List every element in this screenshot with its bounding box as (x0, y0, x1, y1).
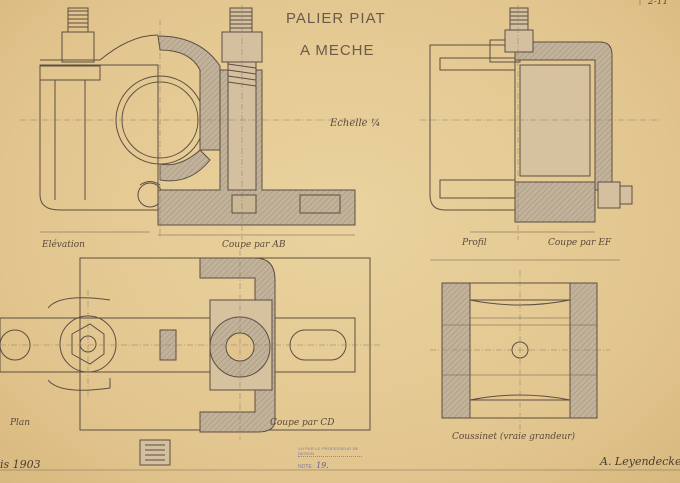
centre-lines-top-right (420, 5, 660, 240)
caption-profil: Profil (462, 238, 487, 248)
stamp-note-label: NOTE : (298, 464, 315, 470)
coupe-ab-view (157, 7, 356, 226)
sheet-border (0, 0, 680, 471)
coussinet-view (441, 282, 598, 419)
sheet-number: 2-11 (648, 0, 669, 7)
stamp-note-value: 19. (316, 461, 329, 470)
profil-view (429, 39, 521, 211)
caption-coupe-ab: Coupe par AB (222, 240, 286, 250)
caption-coupe-ef: Coupe par EF (548, 238, 612, 248)
centre-lines-top-left (20, 5, 380, 240)
signature: A. Leyendecker (600, 455, 680, 468)
caption-elevation: Elévation (42, 240, 85, 250)
caption-coupe-cd: Coupe par CD (270, 418, 335, 428)
caption-plan: Plan (10, 418, 31, 428)
centre-lines-bottom-left (0, 250, 380, 440)
caption-coussinet: Coussinet (vraie grandeur) (452, 432, 576, 442)
dimension-lines-top (40, 231, 620, 261)
title-line-1: PALIER PIAT (286, 10, 386, 27)
centre-lines-bottom-right (430, 270, 610, 430)
stamp-line-1: VU PAR LE PROFESSEUR DE DESSIN (298, 446, 362, 457)
coupe-ef-view (504, 7, 633, 223)
coupe-cd-view (139, 257, 276, 466)
plan-view (0, 257, 371, 431)
dimension-lines-bottom (442, 317, 597, 376)
title-line-2: A MECHE (300, 42, 375, 59)
teacher-stamp: VU PAR LE PROFESSEUR DE DESSIN NOTE : 19… (298, 446, 362, 470)
date-fragment: is 1903 (0, 458, 41, 471)
scale-label: Echelle ¼ (330, 118, 381, 129)
